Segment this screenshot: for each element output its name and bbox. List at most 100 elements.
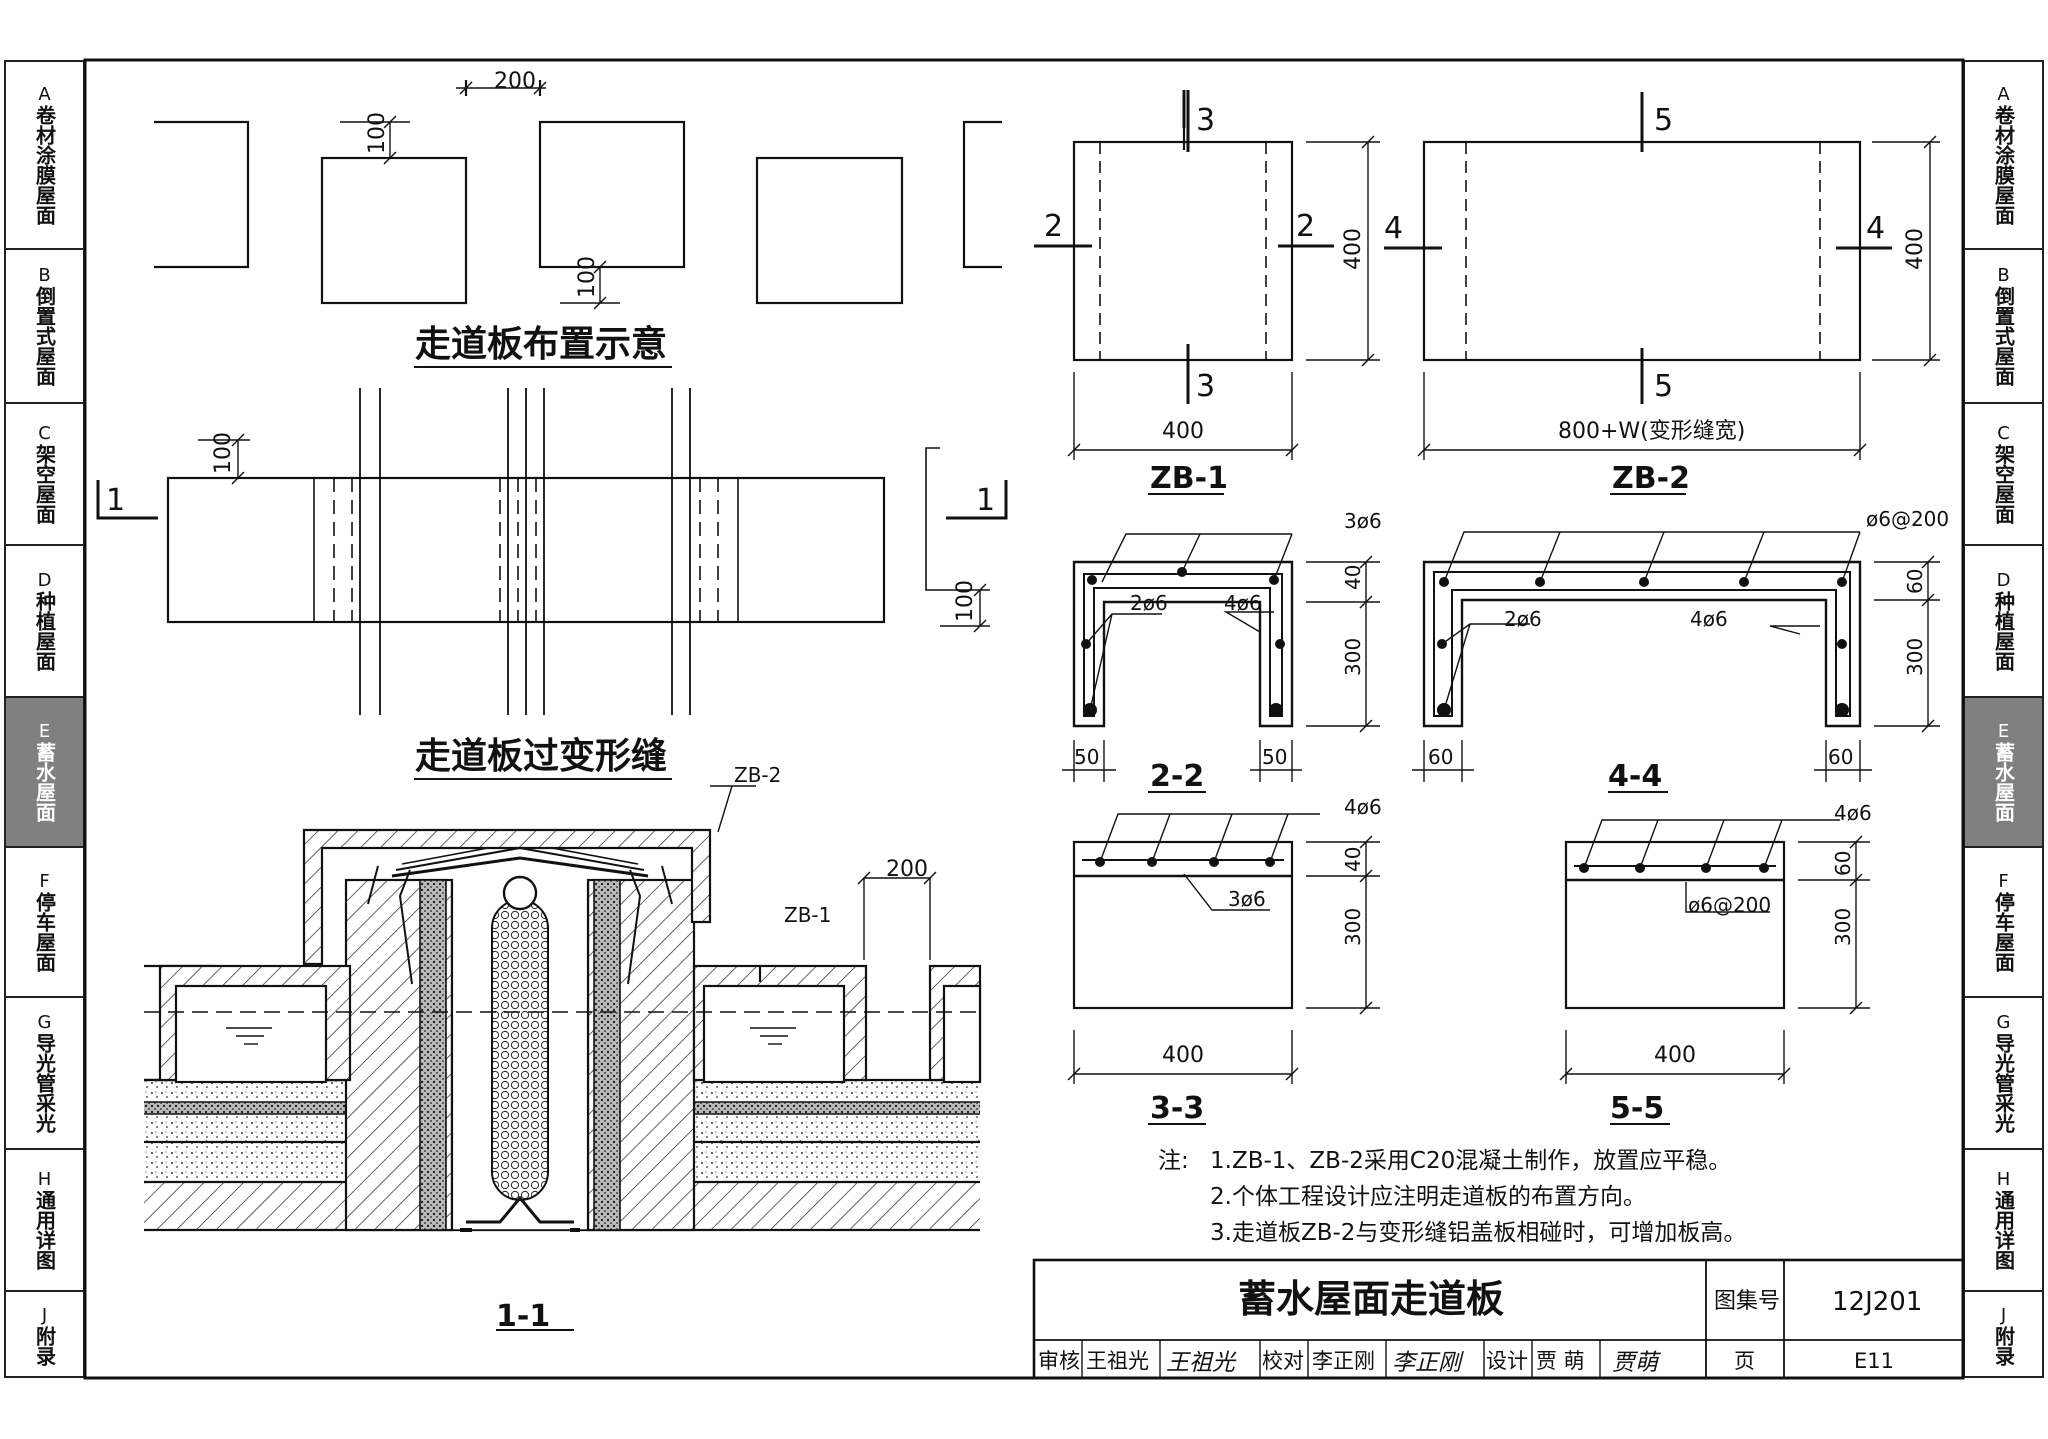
tab-label: 附录 bbox=[1991, 1326, 2016, 1366]
s33-rebar-bottom: 3ø6 bbox=[1228, 887, 1266, 911]
s55-dim-400: 400 bbox=[1654, 1043, 1696, 1068]
check-label: 校对 bbox=[1262, 1349, 1304, 1373]
plan-layout bbox=[154, 80, 1002, 368]
tab-label: 通用详图 bbox=[32, 1190, 57, 1270]
s22-rebar-top: 3ø6 bbox=[1344, 509, 1382, 533]
title-block-lines bbox=[1032, 1258, 1965, 1380]
tab-letter: F bbox=[1998, 871, 2009, 892]
s44-dim-60: 60 bbox=[1903, 569, 1927, 594]
label-zb1: ZB-1 bbox=[784, 903, 831, 927]
s33-dim-400: 400 bbox=[1162, 1043, 1204, 1068]
tab-label: 倒置式屋面 bbox=[32, 286, 57, 386]
cut-1-left: 1 bbox=[106, 483, 125, 518]
tab-letter: E bbox=[38, 721, 51, 742]
drawing-frame bbox=[83, 58, 1965, 1380]
cut-5-bottom: 5 bbox=[1654, 369, 1673, 404]
cut-3-top: 3 bbox=[1196, 103, 1215, 138]
zb1-title: ZB-1 bbox=[1150, 461, 1228, 496]
section-1-1-title: 1-1 bbox=[496, 1299, 550, 1334]
cut-5-top: 5 bbox=[1654, 103, 1673, 138]
designer-name: 贾 萌 bbox=[1536, 1349, 1585, 1373]
zb1-dim-width: 400 bbox=[1162, 419, 1204, 444]
section-4-4 bbox=[1412, 531, 1940, 793]
tab-label: 蓄水屋面 bbox=[32, 742, 57, 822]
s22-dim-300: 300 bbox=[1341, 638, 1365, 676]
s55-rebar-top: 4ø6 bbox=[1834, 801, 1872, 825]
zb2-dim-height: 400 bbox=[1903, 228, 1928, 270]
s22-dim-50-right: 50 bbox=[1262, 745, 1287, 769]
notes-prefix: 注: bbox=[1158, 1148, 1189, 1174]
zb2-plan bbox=[1384, 92, 1940, 495]
reviewer-name: 王祖光 bbox=[1086, 1349, 1149, 1373]
atlas-number: 12J201 bbox=[1832, 1287, 1922, 1317]
s22-title: 2-2 bbox=[1150, 759, 1204, 794]
atlas-label: 图集号 bbox=[1714, 1289, 1780, 1314]
dim-100-plan-a: 100 bbox=[365, 112, 390, 154]
s33-title: 3-3 bbox=[1150, 1091, 1204, 1126]
tab-letter: G bbox=[1996, 1012, 2011, 1033]
tab-label: 倒置式屋面 bbox=[1991, 286, 2016, 386]
tab-letter: A bbox=[38, 84, 51, 105]
s55-dim-300: 300 bbox=[1831, 908, 1855, 946]
cut-4-right: 4 bbox=[1866, 211, 1885, 246]
dim-200-section: 200 bbox=[886, 857, 928, 882]
s33-rebar-top: 4ø6 bbox=[1344, 795, 1382, 819]
tab-label: 导光管采光 bbox=[1991, 1033, 2016, 1133]
s44-dim-60-right: 60 bbox=[1828, 745, 1853, 769]
dim-200-plan: 200 bbox=[494, 69, 536, 94]
page-number: E11 bbox=[1854, 1349, 1894, 1373]
section-5-5 bbox=[1559, 819, 1870, 1125]
s44-dim-300: 300 bbox=[1903, 638, 1927, 676]
s44-rebar-top: ø6@200 bbox=[1866, 507, 1949, 531]
cut-2-left: 2 bbox=[1044, 209, 1063, 244]
s55-title: 5-5 bbox=[1610, 1091, 1664, 1126]
tab-label: 停车屋面 bbox=[32, 892, 57, 972]
tab-label: 种植屋面 bbox=[32, 591, 57, 671]
s22-dim-40: 40 bbox=[1341, 565, 1365, 590]
tab-letter: G bbox=[37, 1012, 52, 1033]
tab-letter: B bbox=[1997, 265, 2010, 286]
sheet-title: 蓄水屋面走道板 bbox=[1238, 1277, 1504, 1321]
page-label: 页 bbox=[1734, 1349, 1755, 1373]
note-1: 1.ZB-1、ZB-2采用C20混凝土制作，放置应平稳。 bbox=[1210, 1148, 1731, 1174]
s33-dim-40: 40 bbox=[1341, 847, 1365, 872]
tab-letter: H bbox=[37, 1169, 52, 1190]
zb1-dim-height: 400 bbox=[1341, 228, 1366, 270]
cut-1-right: 1 bbox=[976, 483, 995, 518]
dim-100-joint-a: 100 bbox=[211, 432, 236, 474]
cut-2-right: 2 bbox=[1296, 209, 1315, 244]
tab-label: 停车屋面 bbox=[1991, 892, 2016, 972]
reviewer-signature: 王祖光 bbox=[1166, 1350, 1237, 1376]
tab-letter: C bbox=[38, 423, 51, 444]
s44-title: 4-4 bbox=[1608, 759, 1662, 794]
layout-title: 走道板布置示意 bbox=[415, 324, 667, 365]
s55-rebar-bottom: ø6@200 bbox=[1688, 893, 1771, 917]
section-2-2 bbox=[1062, 533, 1380, 793]
joint-title: 走道板过变形缝 bbox=[415, 735, 667, 777]
tab-letter: E bbox=[1997, 721, 2010, 742]
tab-label: 蓄水屋面 bbox=[1991, 742, 2016, 822]
tab-label: 卷材涂膜屋面 bbox=[32, 105, 57, 225]
tab-letter: C bbox=[1997, 423, 2010, 444]
s22-rebar-side: 2ø6 bbox=[1130, 591, 1168, 615]
